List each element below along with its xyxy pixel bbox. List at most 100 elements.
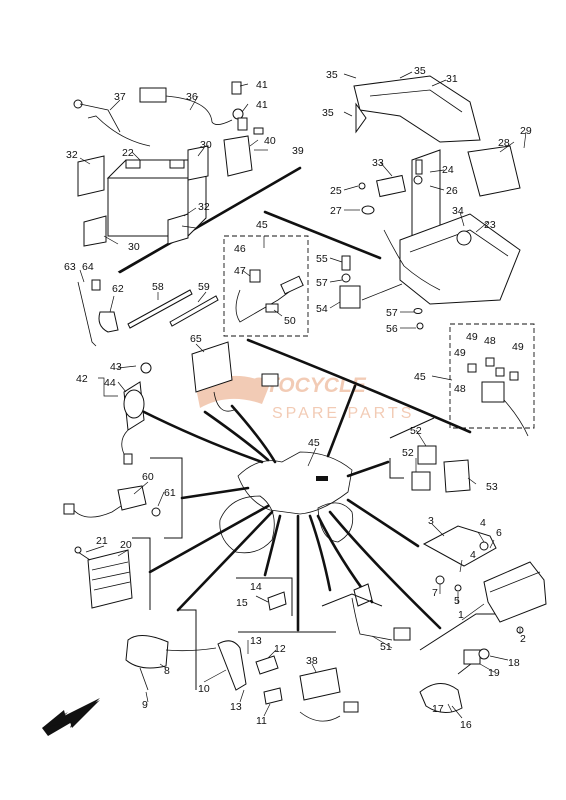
cable-tie-icon xyxy=(127,289,193,329)
callout-29: 29 xyxy=(520,125,532,137)
callout-13a: 13 xyxy=(250,635,262,647)
callout-35a: 35 xyxy=(326,69,338,81)
battery-pad-icon xyxy=(77,155,105,197)
callout-15: 15 xyxy=(236,597,248,609)
callout-labels: 1 2 3 4 4 5 6 7 8 9 10 11 12 13 13 14 15… xyxy=(64,65,532,731)
relay-icon xyxy=(481,381,505,403)
flasher-bracket-icon xyxy=(467,145,521,197)
callout-49b: 49 xyxy=(454,347,466,359)
battery-case-icon xyxy=(399,213,521,305)
callout-3: 3 xyxy=(428,515,434,527)
bottom-left-parts xyxy=(125,609,247,691)
callout-1: 1 xyxy=(458,609,464,621)
callout-12: 12 xyxy=(274,643,286,655)
callout-41b: 41 xyxy=(256,99,268,111)
callout-35b: 35 xyxy=(414,65,426,77)
callout-49c: 49 xyxy=(512,341,524,353)
callout-10: 10 xyxy=(198,683,210,695)
callout-57a: 57 xyxy=(316,277,328,289)
sensor-icon xyxy=(117,485,147,511)
callout-32b: 32 xyxy=(198,201,210,213)
harness-clamp-icon xyxy=(316,476,328,481)
callout-33: 33 xyxy=(372,157,384,169)
callout-35c: 35 xyxy=(322,107,334,119)
horn-icon xyxy=(125,635,169,669)
callout-51: 51 xyxy=(380,641,392,653)
callout-27: 27 xyxy=(330,205,342,217)
callout-45c: 45 xyxy=(308,437,320,449)
callout-48a: 48 xyxy=(484,335,496,347)
callout-25: 25 xyxy=(330,185,342,197)
callout-6: 6 xyxy=(496,527,502,539)
callout-42: 42 xyxy=(76,373,88,385)
leader-lines xyxy=(79,71,527,719)
callout-57b: 57 xyxy=(386,307,398,319)
callout-55: 55 xyxy=(316,253,328,265)
callout-21: 21 xyxy=(96,535,108,547)
watermark-tagline: SPARE PARTS xyxy=(272,405,414,422)
callout-22: 22 xyxy=(122,147,134,159)
callout-19: 19 xyxy=(488,667,500,679)
callout-47: 47 xyxy=(234,265,246,277)
rectifier-regulator-icon xyxy=(87,549,133,609)
callout-41a: 41 xyxy=(256,79,268,91)
ignition-coil-connector-icon xyxy=(191,341,233,393)
callout-26: 26 xyxy=(446,185,458,197)
callout-36: 36 xyxy=(186,91,198,103)
dashed-box-relays xyxy=(449,323,535,437)
callout-8: 8 xyxy=(164,665,170,677)
callout-52a: 52 xyxy=(410,425,422,437)
callout-39: 39 xyxy=(292,145,304,157)
callout-32a: 32 xyxy=(66,149,78,161)
battery-icon xyxy=(107,177,189,237)
battery-box-group xyxy=(339,75,521,330)
callout-9: 9 xyxy=(142,699,148,711)
callout-5: 5 xyxy=(454,595,460,607)
front-direction-arrow-icon xyxy=(42,698,100,736)
callout-50: 50 xyxy=(284,315,296,327)
ecu-icon xyxy=(483,561,547,623)
clamps-group xyxy=(77,279,219,347)
callout-59: 59 xyxy=(198,281,210,293)
callout-40: 40 xyxy=(264,135,276,147)
relay-52-icon xyxy=(417,445,437,465)
callout-11: 11 xyxy=(256,715,267,727)
starter-relay-icon xyxy=(223,135,253,177)
callout-60: 60 xyxy=(142,471,154,483)
seat-bracket-icon xyxy=(353,75,481,143)
clamp-icon xyxy=(98,311,119,333)
callout-65: 65 xyxy=(190,333,202,345)
callout-54: 54 xyxy=(316,303,328,315)
switch-icon xyxy=(255,655,279,675)
callout-49a: 49 xyxy=(466,331,478,343)
connector-icon xyxy=(339,285,361,309)
callout-13b: 13 xyxy=(230,701,242,713)
bottom-centre-parts xyxy=(236,577,411,722)
callout-30a: 30 xyxy=(200,139,212,151)
battery-group xyxy=(73,81,301,273)
callout-16: 16 xyxy=(460,719,472,731)
callout-45a: 45 xyxy=(256,219,268,231)
callout-45b: 45 xyxy=(414,371,426,383)
frame-outline xyxy=(219,451,354,554)
plug-icon xyxy=(353,583,373,607)
callout-4a: 4 xyxy=(480,517,486,529)
callout-46: 46 xyxy=(234,243,246,255)
sub-harness-icon xyxy=(299,667,341,701)
callout-48b: 48 xyxy=(454,383,466,395)
callout-20: 20 xyxy=(120,539,132,551)
callout-7: 7 xyxy=(432,587,438,599)
main-switch-group xyxy=(121,341,279,465)
callout-31: 31 xyxy=(446,73,458,85)
speed-sensor-icon xyxy=(419,683,463,713)
callout-62: 62 xyxy=(112,283,124,295)
callout-64: 64 xyxy=(82,261,94,273)
ecu-group xyxy=(389,417,547,634)
callout-44: 44 xyxy=(104,377,116,389)
callout-18: 18 xyxy=(508,657,520,669)
left-parts-group xyxy=(63,457,183,610)
callout-58: 58 xyxy=(152,281,164,293)
callout-14: 14 xyxy=(250,581,262,593)
hose-icon xyxy=(217,640,247,691)
